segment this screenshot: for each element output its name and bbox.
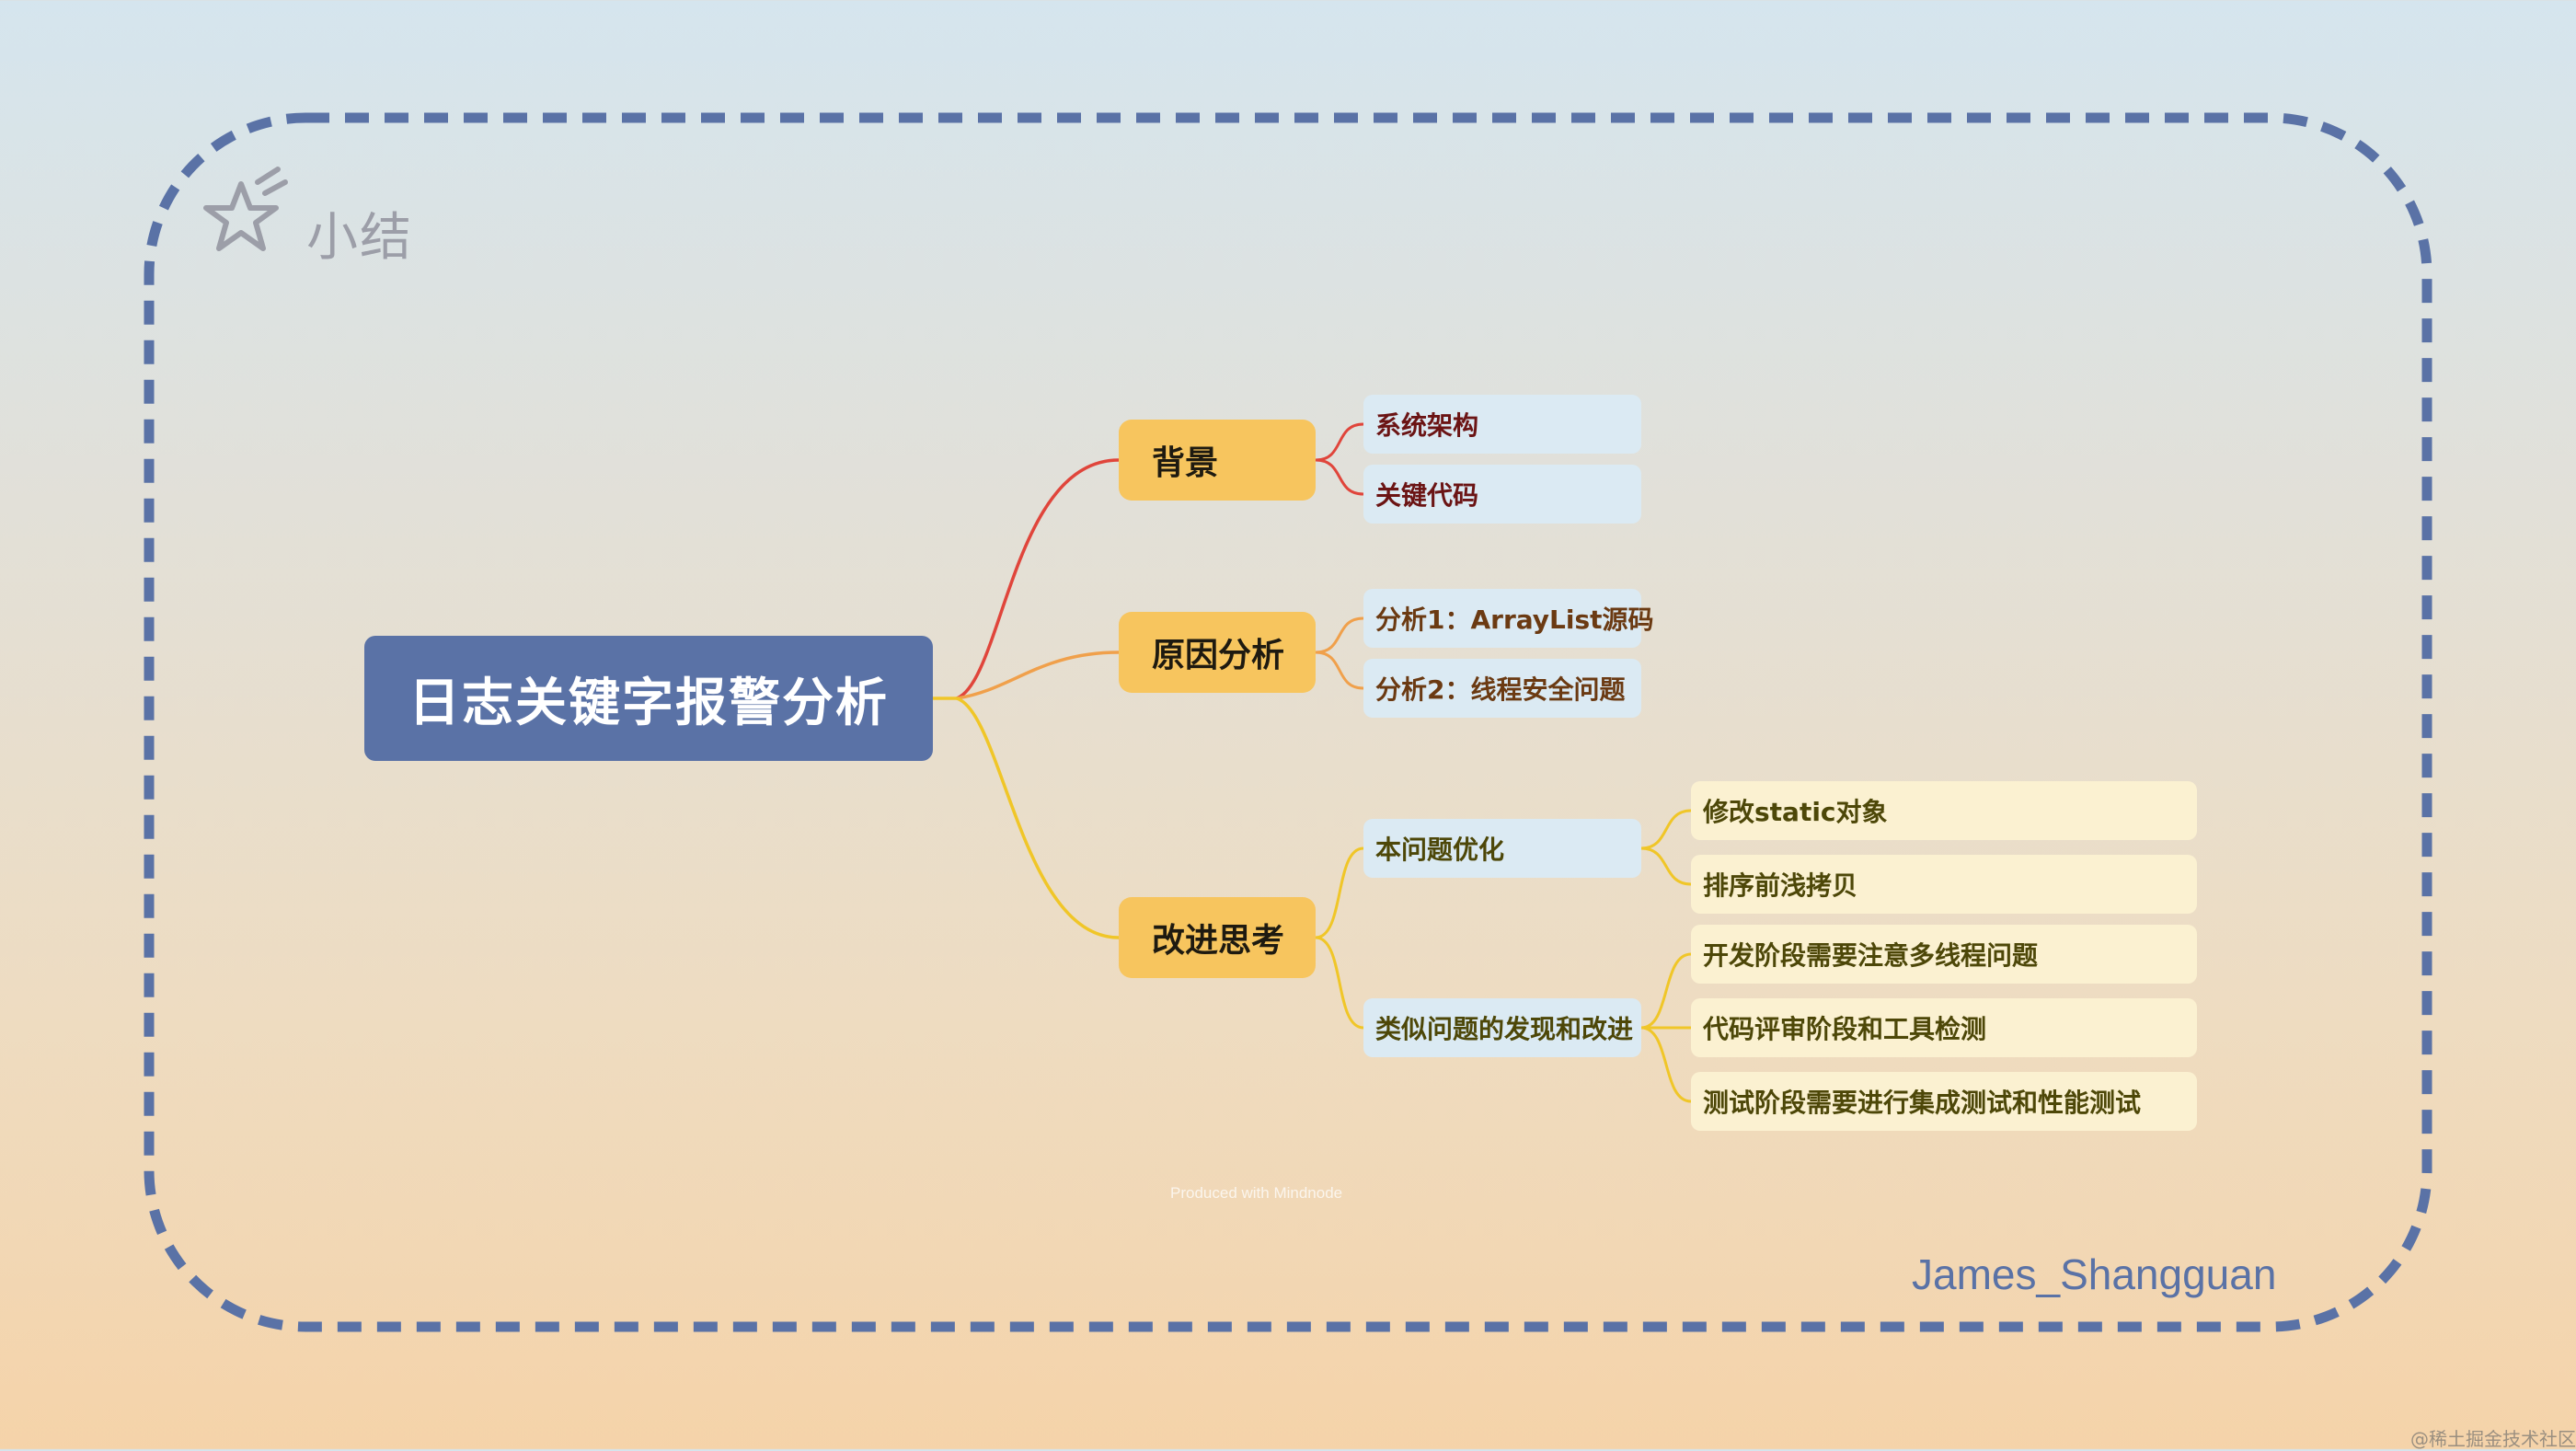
node-modify-static[interactable]: 修改static对象 <box>1691 781 2197 840</box>
connector-similar-test <box>1640 1026 1692 1103</box>
connector-cause-1 <box>1315 616 1364 654</box>
mindnode-watermark: Produced with Mindnode <box>1170 1184 1343 1202</box>
connector-root-background <box>956 458 1120 700</box>
connector-background-architecture <box>1315 422 1364 462</box>
site-watermark: @稀土掘金技术社区 <box>2410 1428 2576 1450</box>
connector-cause-2 <box>1315 651 1364 690</box>
node-similar-problems[interactable]: 类似问题的发现和改进 <box>1363 998 1641 1057</box>
branch-background[interactable]: 背景 <box>1119 420 1316 501</box>
connector-root-improve <box>956 697 1120 939</box>
connector-optimize-copy <box>1640 846 1692 886</box>
node-key-code[interactable]: 关键代码 <box>1363 465 1641 524</box>
root-node[interactable]: 日志关键字报警分析 <box>364 636 933 761</box>
branch-cause-analysis[interactable]: 原因分析 <box>1119 612 1316 693</box>
node-analysis-2[interactable]: 分析2：线程安全问题 <box>1363 659 1641 718</box>
node-system-architecture[interactable]: 系统架构 <box>1363 395 1641 454</box>
star-icon <box>203 167 288 251</box>
node-dev-multithread[interactable]: 开发阶段需要注意多线程问题 <box>1691 925 2197 984</box>
connector-improve-similar <box>1315 936 1364 1030</box>
connector-improve-optimize <box>1315 846 1364 939</box>
node-problem-optimization[interactable]: 本问题优化 <box>1363 819 1641 878</box>
connector-similar-dev <box>1640 952 1692 1030</box>
node-analysis-1[interactable]: 分析1：ArrayList源码 <box>1363 589 1654 648</box>
branch-improvement[interactable]: 改进思考 <box>1119 897 1316 978</box>
node-integration-test[interactable]: 测试阶段需要进行集成测试和性能测试 <box>1691 1072 2197 1131</box>
node-shallow-copy[interactable]: 排序前浅拷贝 <box>1691 855 2197 914</box>
connector-background-code <box>1315 458 1364 496</box>
node-code-review[interactable]: 代码评审阶段和工具检测 <box>1691 998 2197 1057</box>
section-title: 小结 <box>306 208 413 268</box>
dashed-frame <box>144 112 2432 1332</box>
connector-optimize-static <box>1640 809 1692 850</box>
connector-root-cause <box>956 651 1120 700</box>
author-name: James_Shangguan <box>1912 1250 2277 1298</box>
